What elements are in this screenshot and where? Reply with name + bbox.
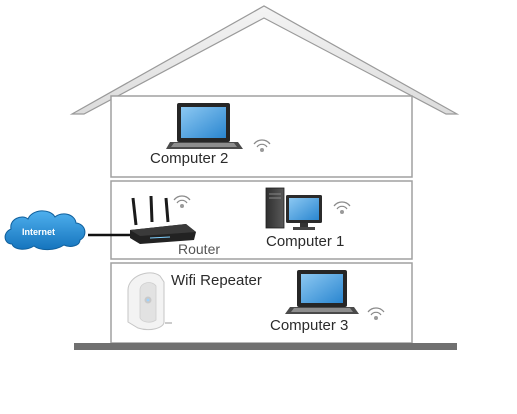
internet-label: Internet — [22, 227, 56, 237]
laptop-icon — [166, 103, 243, 149]
laptop-icon-computer-3 — [285, 270, 359, 314]
wifi-signal-icon — [173, 139, 385, 320]
computer-3-label: Computer 3 — [270, 317, 349, 334]
ground-line — [74, 343, 457, 350]
wifi-repeater-label: Wifi Repeater — [171, 272, 262, 289]
router-label: Router — [178, 241, 221, 257]
middle-floor — [110, 180, 413, 260]
computer-2-label: Computer 2 — [150, 150, 229, 167]
router-icon — [130, 195, 196, 244]
computer-1-label: Computer 1 — [266, 233, 345, 250]
desktop-computer-icon — [265, 187, 322, 230]
wifi-repeater-icon — [127, 272, 172, 331]
top-floor — [110, 95, 413, 178]
cloud-icon — [4, 210, 86, 251]
roof — [69, 5, 460, 115]
